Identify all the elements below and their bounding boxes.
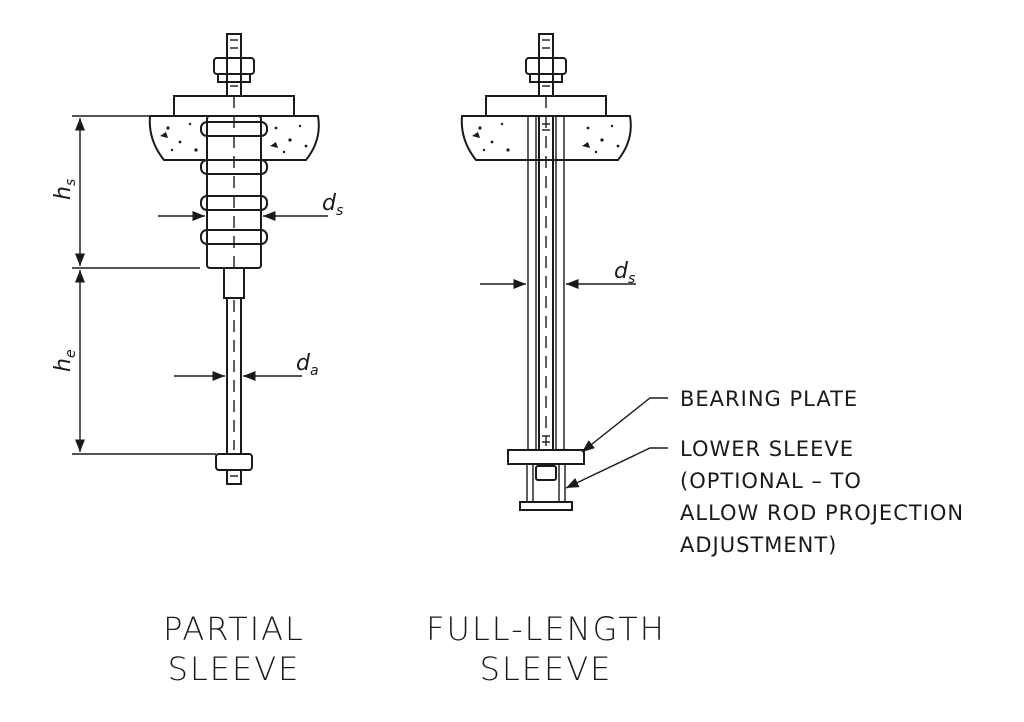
bearing-plate — [507, 449, 585, 465]
callout-lower-sleeve-2: (OPTIONAL – TO — [680, 469, 862, 493]
dim-da-label: da — [296, 351, 319, 379]
callout-lower-sleeve-4: ADJUSTMENT) — [680, 533, 837, 557]
full-length-sleeve-assembly: ds — [460, 33, 668, 511]
washer-top-right — [529, 73, 563, 83]
caption-full-sleeve-2: SLEEVE — [480, 650, 613, 688]
full-sleeve-wall-right — [555, 115, 565, 451]
nut-bottom-left — [215, 453, 253, 471]
caption-partial-sleeve-2: SLEEVE — [168, 650, 301, 688]
nut-top-right — [525, 57, 567, 75]
caption-partial-sleeve-1: PARTIAL — [163, 610, 305, 648]
anchor-rod-left — [223, 267, 245, 299]
full-sleeve-wall-left — [527, 115, 537, 451]
caption-full-sleeve-1: FULL-LENGTH — [426, 610, 666, 648]
callout-bearing-plate: BEARING PLATE — [680, 387, 858, 411]
concrete-slab-right — [460, 115, 632, 161]
dim-he-label: he — [51, 349, 79, 372]
dim-ds-partial-label: ds — [322, 191, 343, 219]
lower-sleeve-wall-right — [558, 463, 566, 503]
callout-lower-sleeve-3: ALLOW ROD PROJECTION — [680, 501, 964, 525]
dim-hs-label: hs — [51, 179, 79, 200]
lower-nut — [535, 465, 557, 481]
concrete-speckle-right — [472, 122, 620, 154]
nut-top-left — [213, 57, 255, 75]
concrete-slab-left — [148, 115, 320, 161]
lower-sleeve-cap — [519, 501, 573, 511]
concrete-speckle-left — [160, 122, 308, 154]
dim-ds-full-label: ds — [614, 259, 635, 287]
lower-sleeve-wall-left — [526, 463, 534, 503]
washer-top-left — [217, 73, 251, 83]
partial-sleeve-assembly: hs he ds da — [51, 33, 343, 485]
callout-lower-sleeve-1: LOWER SLEEVE — [680, 437, 854, 461]
